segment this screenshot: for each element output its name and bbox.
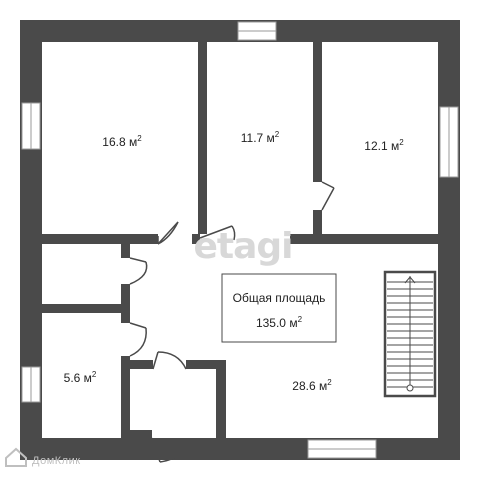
doors bbox=[129, 181, 335, 463]
room-label-2: 11.7 м2 bbox=[241, 130, 280, 145]
house-icon bbox=[5, 447, 27, 467]
room-label-3: 12.1 м2 bbox=[364, 138, 404, 153]
total-area-label: Общая площадь bbox=[233, 291, 326, 305]
watermark-etagi: etagi bbox=[193, 226, 292, 267]
room-label-1: 16.8 м2 bbox=[102, 134, 142, 149]
brand-name: ДомКлик bbox=[32, 455, 81, 467]
staircase bbox=[383, 270, 437, 398]
interior-walls bbox=[42, 42, 438, 438]
room-label-5: 28.6 м2 bbox=[292, 378, 332, 393]
brand-logo: ДомКлик bbox=[5, 447, 81, 467]
total-area-box: Общая площадь 135.0 м2 bbox=[221, 273, 337, 343]
room-label-4: 5.6 м2 bbox=[64, 370, 97, 385]
total-area-value: 135.0 м2 bbox=[256, 315, 303, 330]
